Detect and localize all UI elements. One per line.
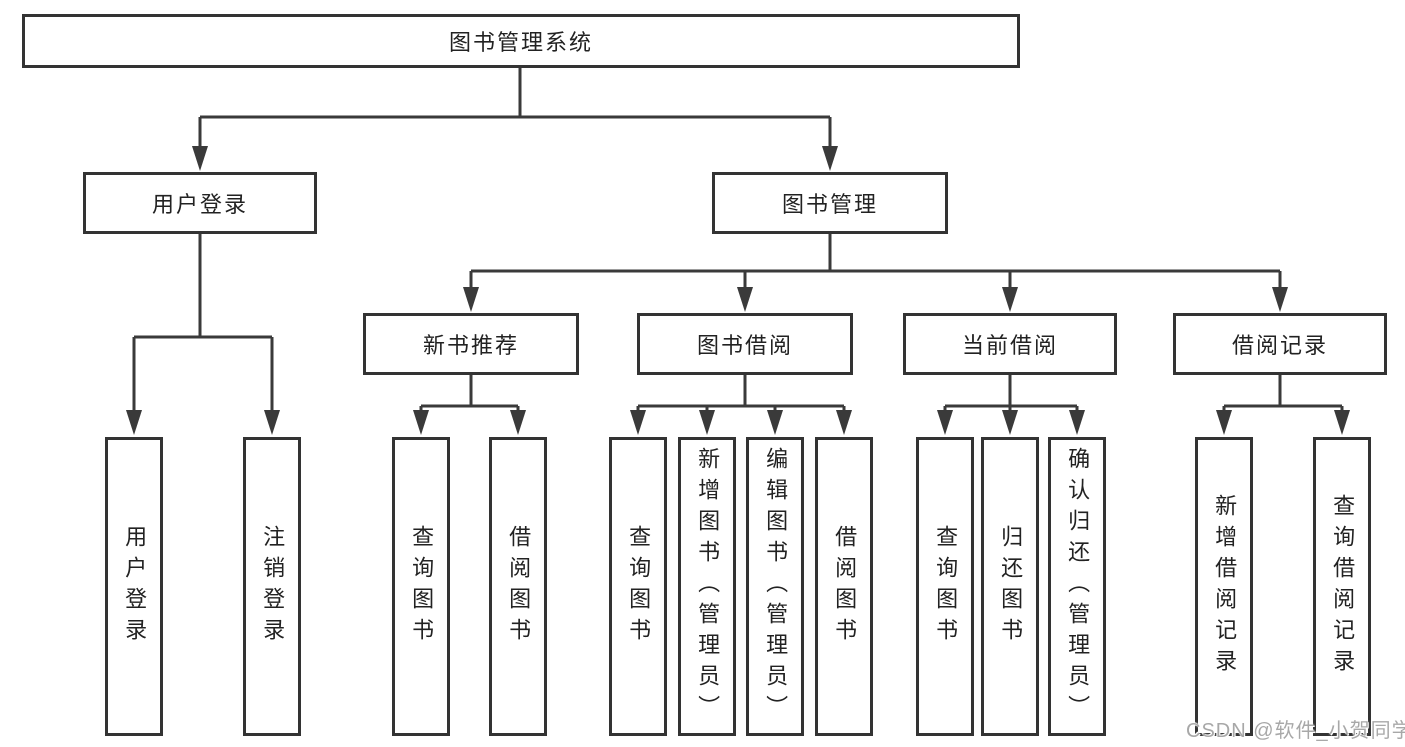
arrowhead bbox=[510, 410, 526, 435]
arrowhead bbox=[699, 410, 715, 435]
node-new-book-recommendation: 新书推荐 bbox=[363, 313, 579, 375]
node-book-management: 图书管理 bbox=[712, 172, 948, 234]
leaf-user-login: 用户登录 bbox=[105, 437, 163, 736]
arrowhead bbox=[767, 410, 783, 435]
connector-user-login-to-children bbox=[126, 234, 280, 435]
node-root: 图书管理系统 bbox=[22, 14, 1020, 68]
arrowhead bbox=[463, 287, 479, 312]
leaf-add-books-admin: 新增图书（管理员） bbox=[678, 437, 736, 736]
leaf-query-books-recommend: 查询图书 bbox=[392, 437, 450, 736]
arrowhead bbox=[126, 410, 142, 435]
leaf-logout: 注销登录 bbox=[243, 437, 301, 736]
node-label: 查询借阅记录 bbox=[1330, 493, 1356, 680]
connector-book-borrowing-to-children bbox=[630, 375, 852, 435]
leaf-edit-books-admin: 编辑图书（管理员） bbox=[746, 437, 804, 736]
arrowhead bbox=[1272, 287, 1288, 312]
node-borrowing-records: 借阅记录 bbox=[1173, 313, 1387, 375]
leaf-add-borrow-record: 新增借阅记录 bbox=[1195, 437, 1253, 736]
node-label: 新增借阅记录 bbox=[1212, 493, 1238, 680]
node-label: 确认归还（管理员） bbox=[1065, 447, 1091, 726]
leaf-query-books-current: 查询图书 bbox=[916, 437, 974, 736]
node-label: 查询图书 bbox=[409, 524, 435, 649]
csdn-watermark: CSDN @软件_小贺同学 bbox=[1186, 720, 1405, 742]
node-label: 当前借阅 bbox=[961, 333, 1058, 358]
node-label: 用户登录 bbox=[151, 192, 248, 217]
node-label: 编辑图书（管理员） bbox=[763, 447, 789, 726]
node-current-borrowing: 当前借阅 bbox=[903, 313, 1117, 375]
arrowhead bbox=[1069, 410, 1085, 435]
node-label: 借阅图书 bbox=[832, 524, 858, 649]
leaf-borrow-books-recommend: 借阅图书 bbox=[489, 437, 547, 736]
arrowhead bbox=[192, 146, 208, 171]
arrowhead bbox=[1216, 410, 1232, 435]
node-label: 借阅记录 bbox=[1231, 333, 1328, 358]
node-label: 查询图书 bbox=[933, 524, 959, 649]
leaf-return-books: 归还图书 bbox=[981, 437, 1039, 736]
node-label: 借阅图书 bbox=[506, 524, 532, 649]
connector-current-borrowing-to-children bbox=[937, 375, 1085, 435]
connector-new-book-recommendation-to-children bbox=[413, 375, 526, 435]
node-label: 新书推荐 bbox=[422, 333, 519, 358]
node-label: 图书管理系统 bbox=[448, 30, 593, 55]
node-label: 新增图书（管理员） bbox=[695, 447, 721, 726]
node-label: 用户登录 bbox=[122, 524, 148, 649]
leaf-query-borrow-record: 查询借阅记录 bbox=[1313, 437, 1371, 736]
leaf-borrow-books-borrowing: 借阅图书 bbox=[815, 437, 873, 736]
arrowhead bbox=[937, 410, 953, 435]
arrowhead bbox=[1002, 287, 1018, 312]
arrowhead bbox=[413, 410, 429, 435]
connector-book-management-to-level3 bbox=[463, 234, 1288, 312]
connector-root-to-level2 bbox=[192, 68, 838, 171]
node-label: 查询图书 bbox=[626, 524, 652, 649]
leaf-confirm-return-admin: 确认归还（管理员） bbox=[1048, 437, 1106, 736]
arrowhead bbox=[737, 287, 753, 312]
leaf-query-books-borrowing: 查询图书 bbox=[609, 437, 667, 736]
arrowhead bbox=[1002, 410, 1018, 435]
arrowhead bbox=[264, 410, 280, 435]
arrowhead bbox=[822, 146, 838, 171]
arrowhead bbox=[836, 410, 852, 435]
node-user-login: 用户登录 bbox=[83, 172, 317, 234]
connector-borrowing-records-to-children bbox=[1216, 375, 1350, 435]
node-label: 图书管理 bbox=[781, 192, 878, 217]
arrowhead bbox=[1334, 410, 1350, 435]
node-label: 图书借阅 bbox=[696, 333, 793, 358]
node-label: 注销登录 bbox=[260, 524, 286, 649]
node-book-borrowing: 图书借阅 bbox=[637, 313, 853, 375]
node-label: 归还图书 bbox=[998, 524, 1024, 649]
arrowhead bbox=[630, 410, 646, 435]
